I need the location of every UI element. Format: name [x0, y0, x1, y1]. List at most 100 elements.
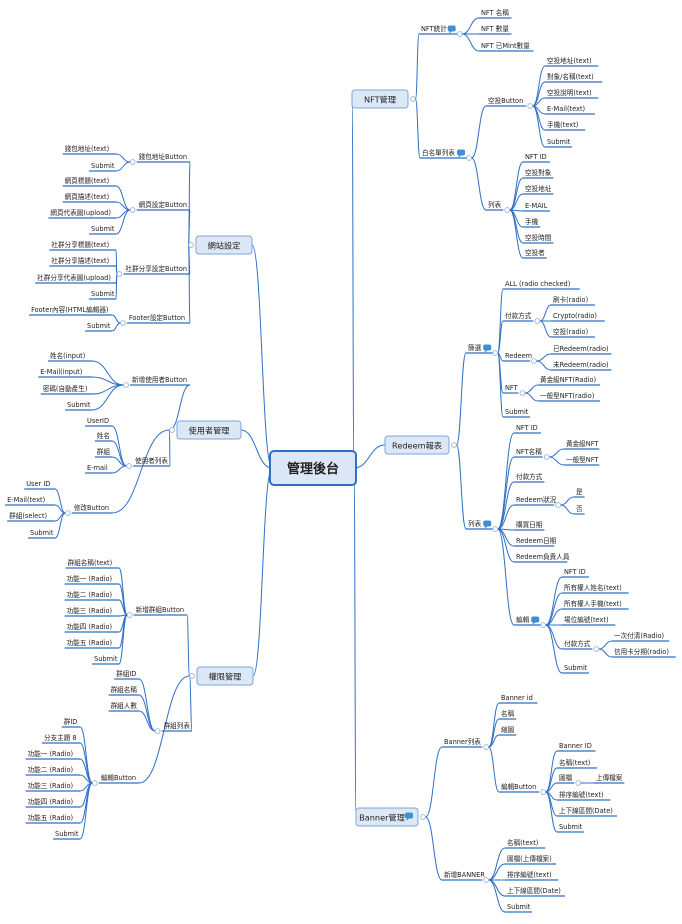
- collapse-toggle[interactable]: [483, 744, 489, 750]
- topic-label: 群組人數: [111, 701, 138, 710]
- collapse-toggle[interactable]: [126, 612, 133, 618]
- topic-label: 社群分享標題(text): [51, 240, 109, 249]
- topic-label: Submit: [91, 290, 115, 298]
- collapse-toggle[interactable]: [129, 207, 136, 213]
- topic-label: 付款方式: [564, 639, 591, 648]
- connector: [353, 467, 357, 818]
- collapse-toggle[interactable]: [593, 646, 600, 652]
- collapse-toggle[interactable]: [456, 31, 463, 37]
- connector: [118, 614, 128, 665]
- collapse-toggle[interactable]: [123, 382, 129, 388]
- topic-label: Footer內容(HTML編輯器): [31, 305, 108, 314]
- collapse-toggle[interactable]: [420, 814, 426, 820]
- topic-label: 社群分享描述(text): [51, 256, 109, 265]
- topic-label: 上下線區間(Date): [507, 886, 561, 895]
- topic-label: 群組: [97, 447, 111, 456]
- collapse-toggle[interactable]: [154, 728, 161, 734]
- collapse-toggle[interactable]: [188, 242, 194, 248]
- collapse-toggle[interactable]: [189, 673, 195, 679]
- topic-label: 未Redeem(radio): [553, 360, 609, 369]
- connector: [488, 879, 506, 913]
- topic-label: 網頁標題(text): [65, 176, 110, 185]
- collapse-toggle[interactable]: [116, 271, 123, 277]
- connector: [79, 726, 93, 784]
- collapse-toggle[interactable]: [492, 526, 499, 532]
- connector: [545, 592, 563, 626]
- note-icon: [405, 812, 413, 821]
- collapse-toggle[interactable]: [555, 502, 561, 508]
- topic-label: ALL (radio checked): [505, 280, 570, 288]
- collapse-toggle[interactable]: [519, 390, 526, 396]
- branch-topic[interactable]: 網站設定: [195, 235, 253, 255]
- branch-topic[interactable]: NFT管理: [351, 89, 409, 109]
- connector: [54, 512, 66, 539]
- connector: [488, 863, 506, 881]
- collapse-toggle[interactable]: [543, 454, 550, 460]
- collapse-toggle[interactable]: [466, 155, 472, 161]
- collapse-toggle[interactable]: [540, 789, 546, 795]
- collapse-toggle[interactable]: [483, 877, 489, 883]
- topic-label: Banner列表: [444, 737, 481, 746]
- branch-topic[interactable]: 權限管理: [196, 666, 254, 686]
- topic-label: 空投(radio): [553, 327, 588, 336]
- topic-label: 網頁設定Button: [139, 200, 187, 209]
- topic-label: 姓名: [97, 431, 110, 440]
- collapse-toggle[interactable]: [126, 463, 132, 469]
- topic-label: Crypto(radio): [553, 312, 597, 320]
- topic-label: Submit: [547, 138, 571, 146]
- collapse-toggle[interactable]: [451, 442, 457, 448]
- topic-label: 功能三 (Radio): [28, 781, 74, 790]
- topic-label: 場位編號(text): [564, 615, 609, 624]
- collapse-toggle[interactable]: [169, 427, 175, 433]
- note-icon: [483, 344, 492, 353]
- topic-label: 手機(text): [547, 120, 578, 129]
- collapse-toggle[interactable]: [410, 96, 416, 102]
- topic-label: 群組列表: [164, 721, 191, 730]
- connector: [456, 352, 467, 446]
- topic-label: Submit: [30, 529, 54, 537]
- topic-label: 網頁代表圖(upload): [50, 208, 111, 217]
- collapse-toggle[interactable]: [531, 358, 537, 364]
- branch-topic[interactable]: 使用者管理: [176, 420, 242, 440]
- connector: [251, 244, 273, 469]
- topic-label: 白名單列表: [422, 148, 455, 157]
- topic-label: Footer設定Button: [129, 313, 185, 322]
- collapse-toggle[interactable]: [65, 510, 71, 516]
- collapse-toggle[interactable]: [575, 780, 581, 786]
- topic-label: 對象/名稱(text): [547, 72, 594, 81]
- branch-topic[interactable]: Banner管理: [355, 807, 419, 827]
- topic-label: 縮圖: [501, 725, 515, 734]
- branch-label: 權限管理: [209, 672, 242, 682]
- root-topic[interactable]: 管理後台: [269, 450, 357, 486]
- topic-label: NFT統計: [421, 24, 447, 33]
- topic-label: 排序編號(text): [507, 870, 552, 879]
- connector: [138, 678, 156, 732]
- topic-label: 上下線區間(Date): [559, 806, 613, 815]
- branch-label: 使用者管理: [189, 426, 230, 436]
- connector: [539, 320, 552, 338]
- connector: [488, 879, 506, 897]
- connector: [79, 742, 93, 784]
- collapse-toggle[interactable]: [527, 103, 533, 109]
- topic-label: 信用卡分期(radio): [614, 647, 669, 656]
- topic-label: 購買日期: [516, 520, 543, 529]
- note-icon: [483, 520, 492, 529]
- topic-label: Submit: [91, 225, 115, 233]
- topic-label: Submit: [559, 823, 583, 831]
- collapse-toggle[interactable]: [129, 159, 136, 165]
- connector: [111, 322, 121, 332]
- collapse-toggle[interactable]: [534, 318, 541, 324]
- collapse-toggle[interactable]: [92, 780, 98, 786]
- collapse-toggle[interactable]: [504, 207, 511, 213]
- collapse-toggle[interactable]: [120, 320, 126, 326]
- topic-label: 錢包地址Button: [139, 152, 187, 161]
- collapse-toggle[interactable]: [492, 350, 499, 356]
- topic-label: Submit: [91, 162, 115, 170]
- topic-label: Redeem狀況: [516, 495, 557, 504]
- connector: [539, 304, 552, 322]
- branch-topic[interactable]: Redeem報表: [384, 435, 450, 455]
- topic-label: Submit: [55, 830, 79, 838]
- collapse-toggle[interactable]: [540, 622, 546, 628]
- topic-label: 一般型NFT(radio): [540, 391, 594, 400]
- topic-label: Banner id: [501, 694, 533, 702]
